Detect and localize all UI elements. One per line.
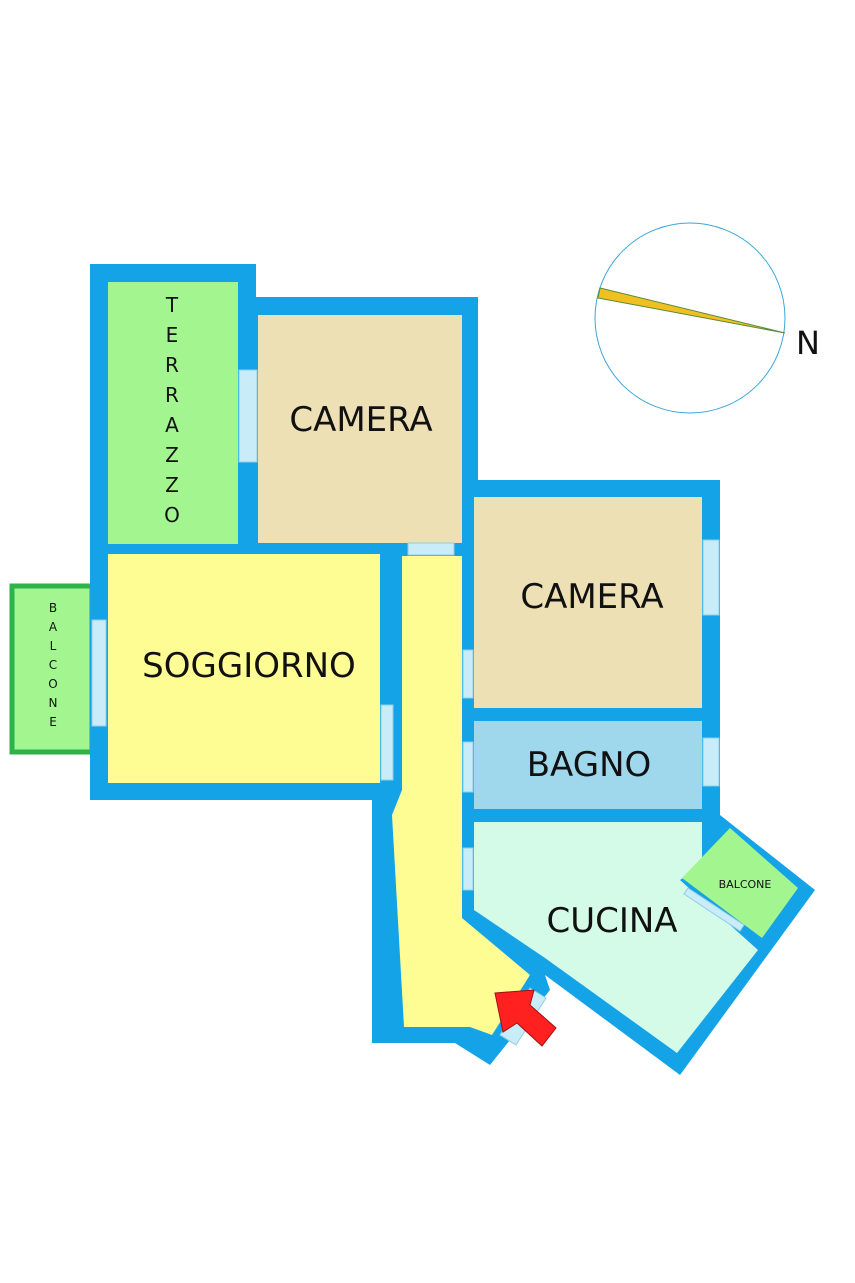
opening-corridor-top	[407, 542, 455, 556]
bagno-room	[474, 721, 702, 809]
compass: N	[594, 222, 820, 414]
compass-needle	[597, 287, 786, 334]
balcone-left	[9, 583, 95, 755]
soggiorno-label: SOGGIORNO	[142, 646, 356, 686]
opening-soggiorno	[380, 704, 394, 781]
north-label: N	[796, 324, 820, 362]
camera-right-room	[474, 497, 702, 708]
opening-cucina	[462, 847, 474, 891]
cucina-room	[474, 822, 758, 1053]
window-balcone-left	[91, 619, 107, 727]
window-bagno	[702, 737, 720, 787]
terrazzo-room	[108, 282, 238, 544]
balcone-cucina	[682, 828, 798, 938]
camera-top-room	[258, 315, 462, 543]
opening-bagno	[462, 741, 474, 793]
compass-circle	[594, 222, 786, 414]
window-balcone-cucina	[683, 887, 745, 932]
balcone-cucina-label: BALCONE	[719, 878, 772, 891]
cucina-label: CUCINA	[546, 901, 677, 941]
bagno-label: BAGNO	[527, 745, 652, 785]
soggiorno-room	[108, 554, 380, 783]
opening-camera-right	[462, 649, 474, 699]
windows	[91, 369, 745, 1046]
camera-right-label: CAMERA	[520, 577, 663, 617]
window-camera-right	[702, 539, 720, 616]
entrance-arrow-icon	[494, 989, 557, 1047]
corridoio	[392, 556, 530, 1035]
camera-top-label: CAMERA	[289, 400, 432, 440]
window-terrazzo-camera	[238, 369, 258, 463]
